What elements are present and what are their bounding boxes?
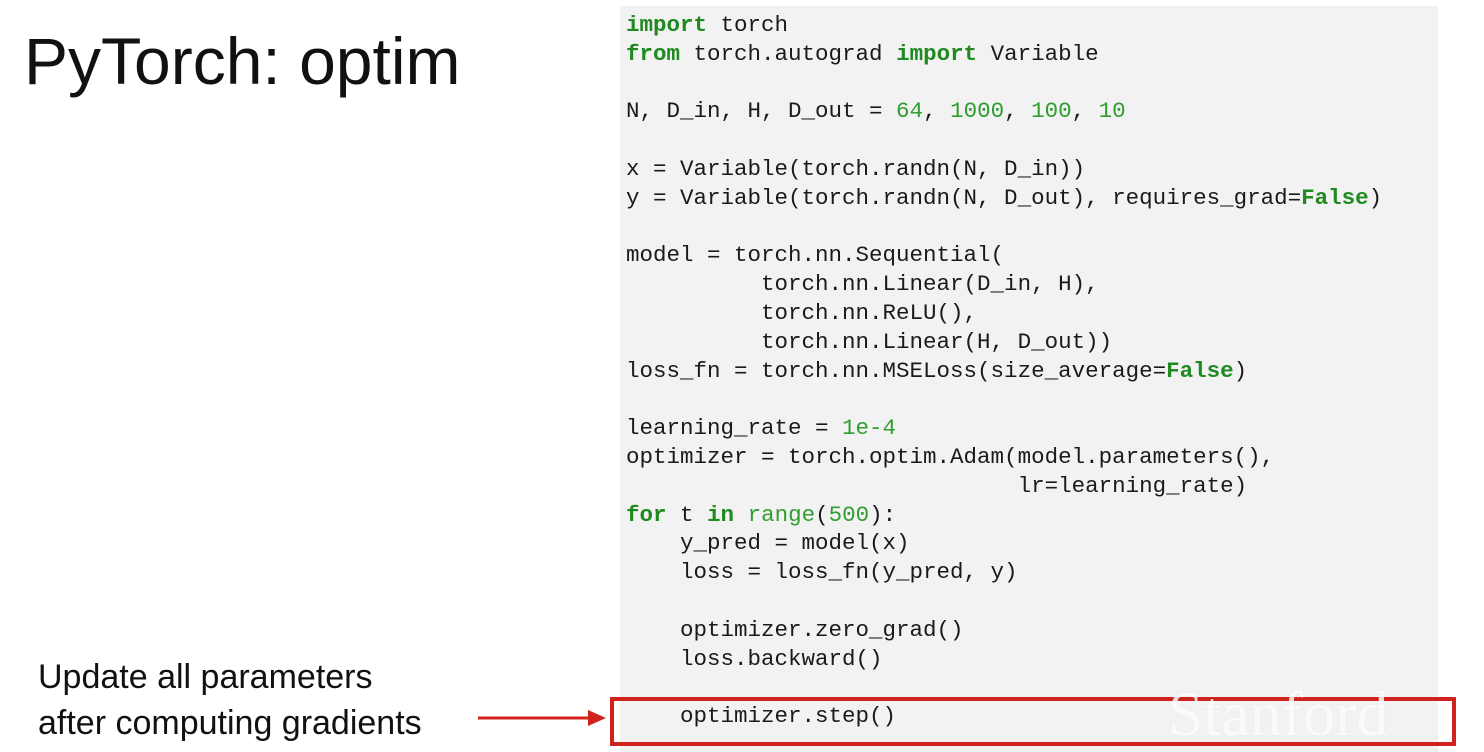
code-token: y_pred = model(x) xyxy=(626,530,910,557)
code-token: 1e-4 xyxy=(842,415,897,442)
code-token: for xyxy=(626,501,667,528)
code-token: optimizer = torch.optim.Adam(model.param… xyxy=(626,443,1275,470)
code-token: t xyxy=(666,501,708,528)
code-token: torch.nn.Linear(H, D_out)) xyxy=(626,328,1113,355)
code-token: torch.nn.ReLU(), xyxy=(626,299,978,326)
code-token: 64 xyxy=(896,98,924,125)
code-line: y_pred = model(x) xyxy=(626,529,1382,558)
code-line xyxy=(626,69,1382,98)
code-line xyxy=(626,213,1382,242)
code-token: , xyxy=(1004,98,1032,125)
code-token: ) xyxy=(1233,357,1248,384)
code-line: optimizer.zero_grad() xyxy=(626,616,1382,645)
code-line: learning_rate = 1e-4 xyxy=(626,414,1382,443)
code-token: y = Variable(torch.randn(N, D_out), requ… xyxy=(626,184,1302,211)
code-token: ): xyxy=(869,501,897,528)
code-line: for t in range(500): xyxy=(626,501,1382,530)
code-line: N, D_in, H, D_out = 64, 1000, 100, 10 xyxy=(626,97,1382,126)
code-token: loss_fn = torch.nn.MSELoss(size_average= xyxy=(626,357,1167,384)
code-line: model = torch.nn.Sequential( xyxy=(626,241,1382,270)
code-token xyxy=(734,502,748,528)
code-line: torch.nn.Linear(D_in, H), xyxy=(626,270,1382,299)
code-token: 100 xyxy=(1031,98,1072,125)
code-token: loss = loss_fn(y_pred, y) xyxy=(626,559,1018,586)
code-token: 1000 xyxy=(950,98,1005,125)
code-token: model = torch.nn.Sequential( xyxy=(626,242,1005,269)
code-line xyxy=(626,587,1382,616)
right-arrow-icon xyxy=(478,710,606,726)
optimizer-step-highlight xyxy=(610,697,1456,746)
slide-title: PyTorch: optim xyxy=(24,24,461,98)
code-line: lr=learning_rate) xyxy=(626,472,1382,501)
code-token: optimizer.zero_grad() xyxy=(626,616,964,643)
code-line: loss_fn = torch.nn.MSELoss(size_average=… xyxy=(626,357,1382,386)
code-token: learning_rate = xyxy=(626,415,843,442)
code-token: optimizer.step() xyxy=(626,703,897,730)
code-line: loss.backward() xyxy=(626,645,1382,674)
code-line: torch.nn.Linear(H, D_out)) xyxy=(626,328,1382,357)
code-line: torch.nn.ReLU(), xyxy=(626,299,1382,328)
code-token: in xyxy=(707,501,735,528)
code-token: from xyxy=(626,40,681,67)
code-token: import xyxy=(896,40,978,67)
code-token: import xyxy=(626,12,708,38)
code-token: Variable xyxy=(977,40,1099,67)
code-token: loss.backward() xyxy=(626,645,883,672)
code-token: torch xyxy=(707,12,789,38)
code-line: optimizer.step() xyxy=(626,702,1382,731)
code-token: ( xyxy=(815,501,829,528)
code-line: import torch xyxy=(626,11,1382,40)
code-line: from torch.autograd import Variable xyxy=(626,40,1382,69)
code-token: False xyxy=(1301,184,1369,211)
code-token: range xyxy=(747,501,816,528)
code-line: optimizer = torch.optim.Adam(model.param… xyxy=(626,443,1382,472)
code-token: x = Variable(torch.randn(N, D_in)) xyxy=(626,155,1086,182)
code-token: ) xyxy=(1368,184,1383,211)
code-line: x = Variable(torch.randn(N, D_in)) xyxy=(626,155,1382,184)
code-token: 500 xyxy=(828,501,870,528)
stanford-watermark: Stanford xyxy=(1168,678,1389,749)
code-token: torch.nn.Linear(D_in, H), xyxy=(626,271,1099,298)
code-line xyxy=(626,126,1382,155)
annotation-line-1: Update all parameters xyxy=(38,658,373,696)
annotation: Update all parameters after computing gr… xyxy=(38,654,422,746)
annotation-line-2: after computing gradients xyxy=(38,704,422,742)
code-token: , xyxy=(1071,98,1099,125)
code-token: torch.autograd xyxy=(680,40,897,67)
code-line: loss = loss_fn(y_pred, y) xyxy=(626,558,1382,587)
code-panel xyxy=(620,6,1438,752)
code-token: 10 xyxy=(1098,98,1126,125)
code-token: lr=learning_rate) xyxy=(626,472,1248,499)
code-line xyxy=(626,385,1382,414)
code-token: N, D_in, H, D_out = xyxy=(626,98,897,125)
code-token: False xyxy=(1166,357,1234,384)
code-line: y = Variable(torch.randn(N, D_out), requ… xyxy=(626,184,1382,213)
code-token: , xyxy=(923,98,951,125)
